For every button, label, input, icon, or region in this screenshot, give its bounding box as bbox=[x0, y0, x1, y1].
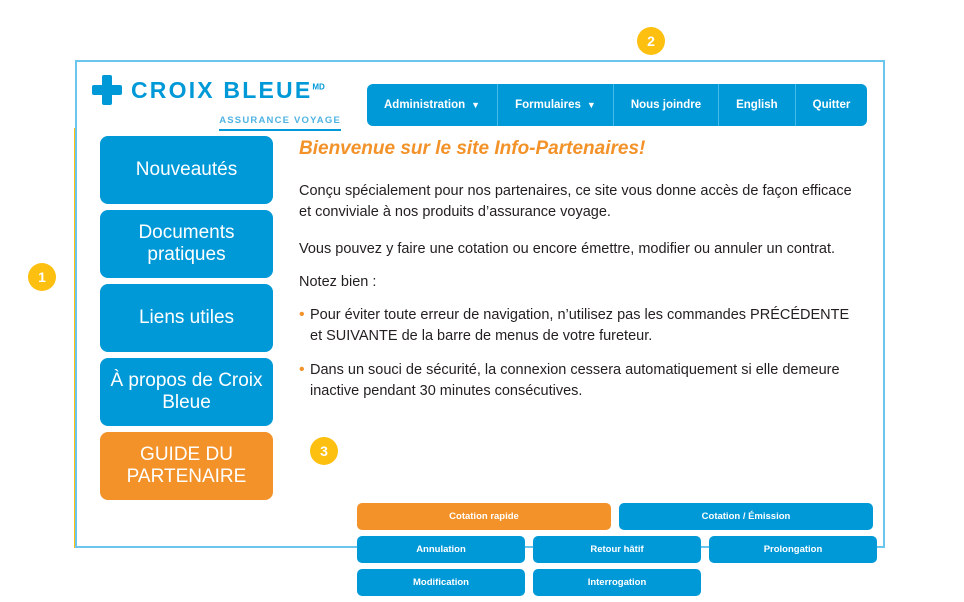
page-title: Bienvenue sur le site Info-Partenaires! bbox=[299, 138, 646, 159]
sidebar-item-liens-utiles[interactable]: Liens utiles bbox=[100, 284, 273, 352]
action-row: Cotation rapide Cotation / Émission bbox=[357, 503, 877, 530]
sidebar-item-nouveautes[interactable]: Nouveautés bbox=[100, 136, 273, 204]
action-row: Annulation Retour hâtif Prolongation bbox=[357, 536, 877, 563]
logo-row: CROIX BLEUEMD bbox=[92, 75, 342, 105]
nav-item-quitter[interactable]: Quitter bbox=[794, 84, 868, 126]
logo-wordmark: CROIX BLEUEMD bbox=[131, 76, 325, 103]
nav-label: Quitter bbox=[812, 99, 851, 111]
nav-label: Administration bbox=[384, 99, 466, 111]
page-body: Nouveautés Documents pratiques Liens uti… bbox=[77, 128, 883, 596]
callout-badge-1: 1 bbox=[28, 263, 56, 291]
sidebar-item-a-propos-de-croix-bleue[interactable]: À propos de Croix Bleue bbox=[100, 358, 273, 426]
action-button-retour-hatif[interactable]: Retour hâtif bbox=[533, 536, 701, 563]
logo-wordmark-text: CROIX BLEUE bbox=[131, 76, 313, 103]
logo-tagline-wrap: ASSURANCE VOYAGE bbox=[92, 110, 342, 131]
list-item-text: Pour éviter toute erreur de navigation, … bbox=[310, 306, 850, 344]
chevron-down-icon: ▼ bbox=[471, 99, 481, 110]
intro-paragraph-1: Conçu spécialement pour nos partenaires,… bbox=[299, 182, 852, 220]
list-item: • Dans un souci de sécurité, la connexio… bbox=[299, 360, 864, 402]
chevron-down-icon: ▼ bbox=[586, 99, 596, 110]
nav-label: Formulaires bbox=[515, 99, 581, 111]
action-button-interrogation[interactable]: Interrogation bbox=[533, 569, 701, 596]
action-button-cotation-rapide[interactable]: Cotation rapide bbox=[357, 503, 611, 530]
page-card: CROIX BLEUEMD ASSURANCE VOYAGE Administr… bbox=[75, 60, 885, 596]
nav-item-nous-joindre[interactable]: Nous joindre bbox=[612, 84, 718, 126]
intro-paragraph-2: Vous pouvez y faire une cotation ou enco… bbox=[299, 240, 836, 257]
main-content: Bienvenue sur le site Info-Partenaires! … bbox=[299, 138, 864, 415]
nav-label: Nous joindre bbox=[630, 99, 702, 111]
logo-trademark: MD bbox=[312, 81, 325, 91]
action-button-panel: Cotation rapide Cotation / Émission Annu… bbox=[357, 503, 877, 602]
action-button-cotation-emission[interactable]: Cotation / Émission bbox=[619, 503, 873, 530]
notice-label: Notez bien : bbox=[299, 273, 377, 290]
action-row: Modification Interrogation bbox=[357, 569, 877, 596]
callout-badge-2: 2 bbox=[637, 27, 665, 55]
action-row-spacer bbox=[709, 569, 877, 596]
bullet-icon: • bbox=[299, 305, 305, 323]
action-button-modification[interactable]: Modification bbox=[357, 569, 525, 596]
bullet-icon: • bbox=[299, 360, 305, 378]
logo-tagline: ASSURANCE VOYAGE bbox=[219, 115, 341, 131]
sidebar-item-guide-du-partenaire[interactable]: GUIDE DU PARTENAIRE bbox=[100, 432, 273, 500]
nav-item-formulaires[interactable]: Formulaires ▼ bbox=[497, 84, 613, 126]
sidebar-menu: Nouveautés Documents pratiques Liens uti… bbox=[100, 136, 273, 506]
sidebar-item-documents-pratiques[interactable]: Documents pratiques bbox=[100, 210, 273, 278]
site-logo[interactable]: CROIX BLEUEMD ASSURANCE VOYAGE bbox=[92, 75, 342, 131]
blue-cross-icon bbox=[92, 75, 122, 105]
list-item: • Pour éviter toute erreur de navigation… bbox=[299, 305, 864, 347]
site-header: CROIX BLEUEMD ASSURANCE VOYAGE Administr… bbox=[77, 62, 883, 131]
action-button-prolongation[interactable]: Prolongation bbox=[709, 536, 877, 563]
callout-badge-3: 3 bbox=[310, 437, 338, 465]
list-item-text: Dans un souci de sécurité, la connexion … bbox=[310, 361, 840, 399]
nav-item-english[interactable]: English bbox=[718, 84, 795, 126]
nav-item-administration[interactable]: Administration ▼ bbox=[367, 84, 497, 126]
top-navigation: Administration ▼ Formulaires ▼ Nous join… bbox=[367, 84, 868, 126]
nav-label: English bbox=[736, 99, 778, 111]
action-button-annulation[interactable]: Annulation bbox=[357, 536, 525, 563]
